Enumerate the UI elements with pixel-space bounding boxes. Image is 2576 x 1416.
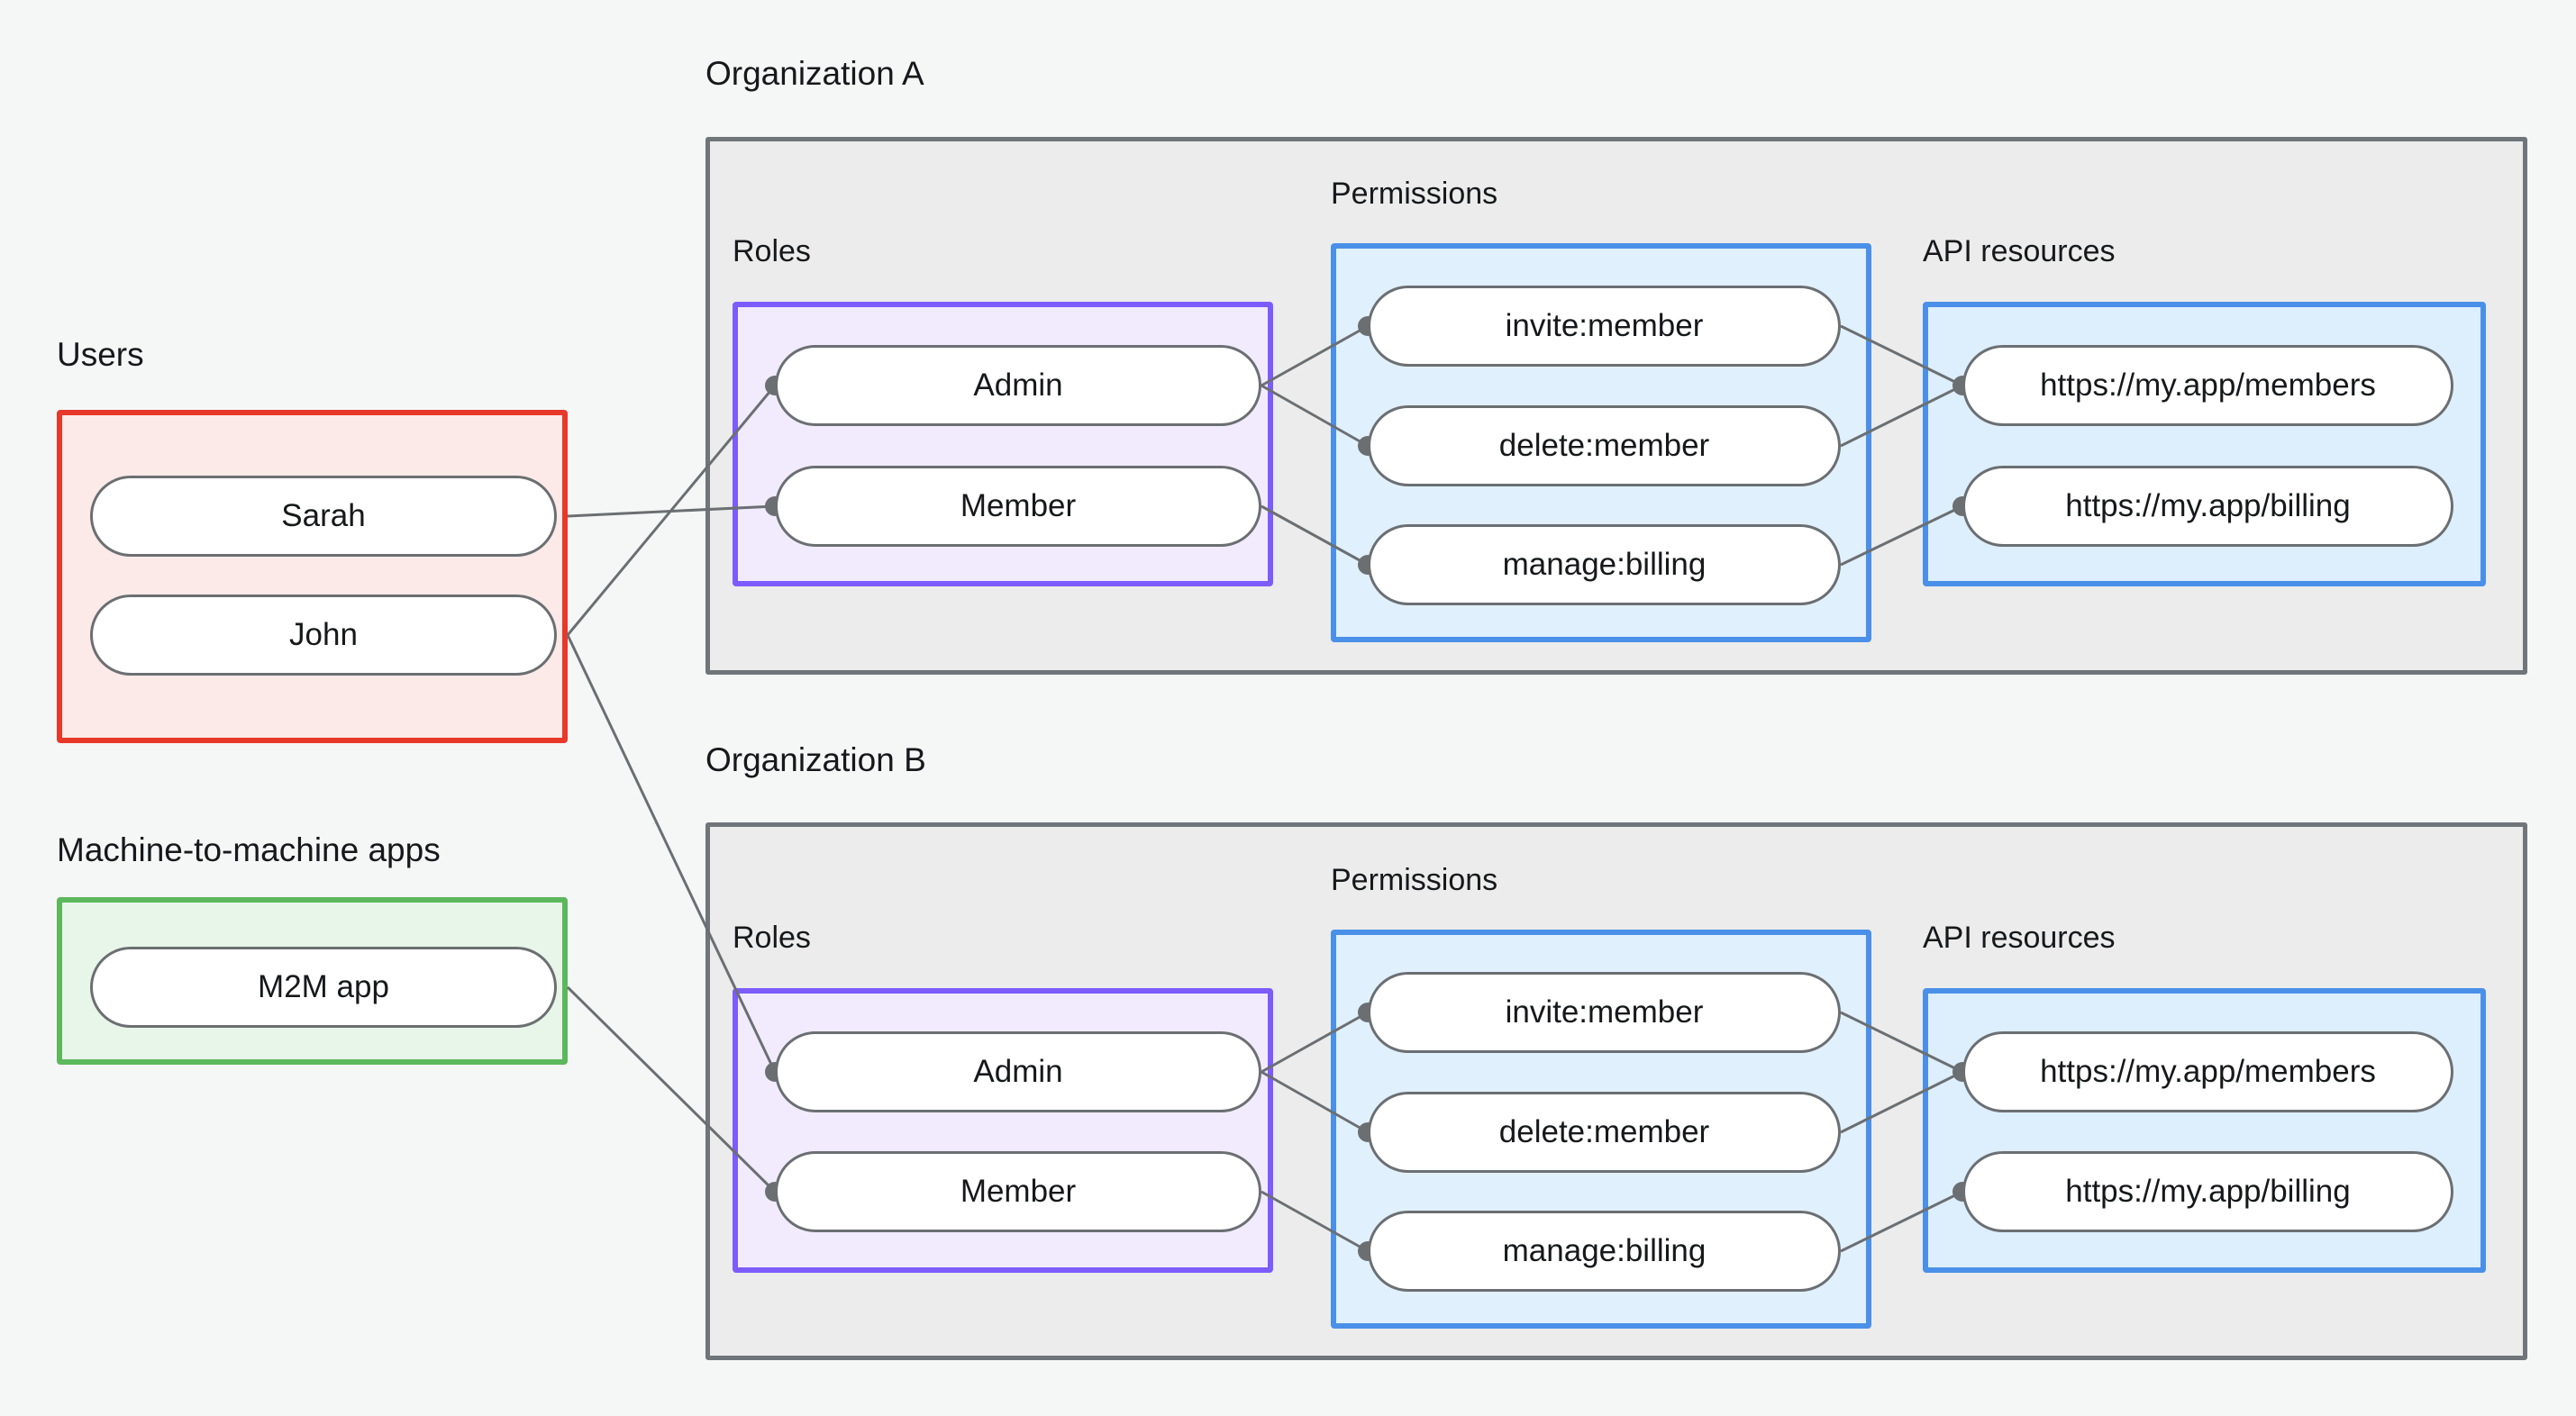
organization-a-api-resource-billing[interactable]: https://my.app/billing: [1962, 466, 2453, 547]
organization-a-role-member[interactable]: Member: [775, 466, 1261, 547]
users-container: [57, 410, 568, 743]
organization-b-role-admin[interactable]: Admin: [775, 1031, 1261, 1112]
organization-a-permission-invite-member[interactable]: invite:member: [1368, 286, 1841, 367]
organization-b-api-resource-billing[interactable]: https://my.app/billing: [1962, 1151, 2453, 1232]
organization-b-role-member[interactable]: Member: [775, 1151, 1261, 1232]
m2m-group-label: Machine-to-machine apps: [57, 831, 441, 868]
users-group-label: Users: [57, 336, 144, 373]
organization-b-permission-delete-member[interactable]: delete:member: [1368, 1092, 1841, 1173]
m2m-node-app[interactable]: M2M app: [90, 947, 557, 1028]
organization-a-permission-manage-billing[interactable]: manage:billing: [1368, 524, 1841, 605]
organization-b-label: Organization B: [705, 741, 926, 778]
user-node-sarah[interactable]: Sarah: [90, 476, 557, 557]
organization-a-api-resources-label: API resources: [1923, 234, 2116, 268]
organization-b-permissions-label: Permissions: [1331, 863, 1498, 897]
organization-b-permission-manage-billing[interactable]: manage:billing: [1368, 1211, 1841, 1292]
organization-b-api-resources-label: API resources: [1923, 921, 2116, 955]
user-node-john[interactable]: John: [90, 595, 557, 676]
organization-a-roles-label: Roles: [733, 234, 811, 268]
organization-a-permissions-label: Permissions: [1331, 177, 1498, 211]
organization-a-label: Organization A: [705, 55, 924, 92]
organization-a-api-resource-members[interactable]: https://my.app/members: [1962, 345, 2453, 426]
organization-b-api-resource-members[interactable]: https://my.app/members: [1962, 1031, 2453, 1112]
organization-b-roles-label: Roles: [733, 921, 811, 955]
organization-a-role-admin[interactable]: Admin: [775, 345, 1261, 426]
organization-b-permission-invite-member[interactable]: invite:member: [1368, 972, 1841, 1053]
organization-a-permission-delete-member[interactable]: delete:member: [1368, 405, 1841, 486]
